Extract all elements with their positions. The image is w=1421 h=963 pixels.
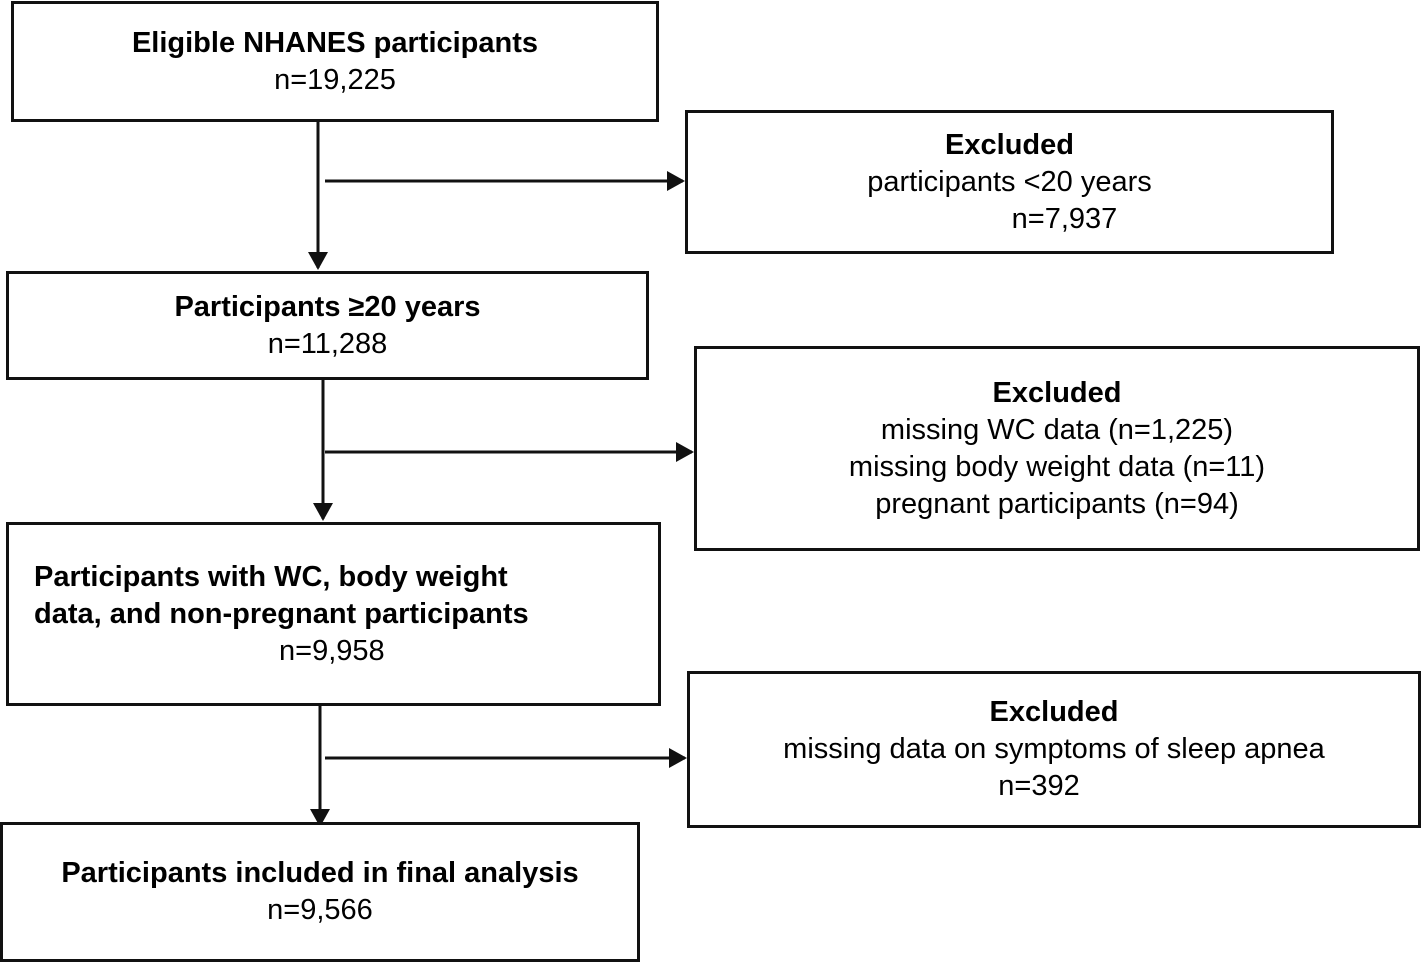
- box-count: n=9,566: [267, 894, 373, 926]
- box-count: n=19,225: [274, 63, 396, 96]
- box-excluded-under-20: Excluded participants <20 years n=7,937: [685, 110, 1334, 254]
- box-count: n=11,288: [267, 327, 388, 360]
- box-final-analysis: Participants included in final analysis …: [0, 822, 640, 962]
- box-count: n=392: [998, 770, 1080, 802]
- box-title: Excluded: [992, 376, 1122, 409]
- box-count: n=7,937: [1011, 202, 1118, 235]
- box-title: Participants ≥20 years: [174, 290, 481, 323]
- box-excluded-sleep-apnea: Excluded missing data on symptoms of sle…: [687, 671, 1421, 828]
- box-participants-with-data: Participants with WC, body weight data, …: [6, 522, 661, 706]
- box-title: Participants included in final analysis: [61, 857, 579, 889]
- box-eligible-participants: Eligible NHANES participants n=19,225: [11, 1, 659, 122]
- box-count: n=9,958: [279, 634, 385, 667]
- box-line: participants <20 years: [867, 165, 1152, 198]
- box-line: missing WC data (n=1,225): [880, 413, 1234, 446]
- box-title: Excluded: [945, 128, 1074, 161]
- box-line: missing body weight data (n=11): [848, 450, 1266, 483]
- box-title-line-2: data, and non-pregnant participants: [34, 597, 529, 630]
- box-line: missing data on symptoms of sleep apnea: [783, 733, 1325, 765]
- box-title-line-1: Participants with WC, body weight: [34, 560, 508, 593]
- box-line: pregnant participants (n=94): [875, 487, 1239, 520]
- box-title: Eligible NHANES participants: [131, 26, 539, 59]
- box-title: Excluded: [989, 696, 1119, 728]
- box-excluded-missing-data: Excluded missing WC data (n=1,225) missi…: [694, 346, 1420, 551]
- box-participants-20-plus: Participants ≥20 years n=11,288: [6, 271, 649, 380]
